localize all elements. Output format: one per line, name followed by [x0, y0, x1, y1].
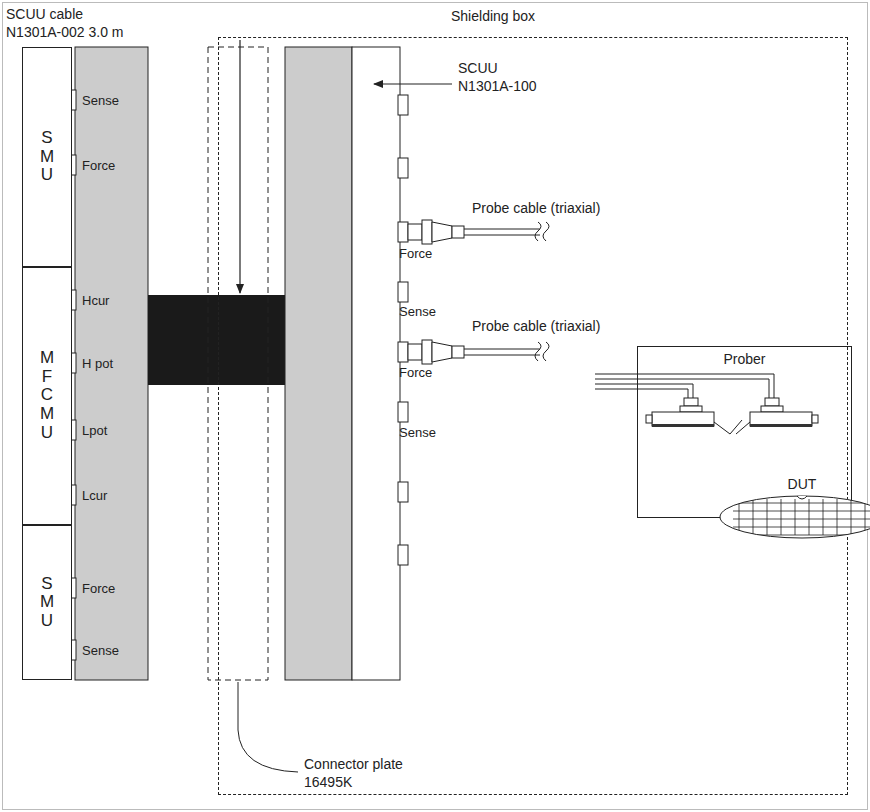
node-title: Prober — [638, 351, 851, 368]
wafer-outline — [719, 495, 870, 539]
part-label: Probe cable (triaxial) — [472, 318, 600, 335]
module-name: SMU — [39, 129, 56, 185]
part-label: Connector plate — [304, 756, 403, 773]
part-label: Probe cable (triaxial) — [472, 200, 600, 217]
port-label: Force — [82, 580, 115, 597]
instrument-module: SMU — [22, 525, 72, 680]
module-name: MFCMU — [39, 349, 56, 442]
port-label: Sense — [399, 303, 436, 320]
module-name: SMU — [39, 574, 56, 630]
port-label: Force — [82, 157, 115, 174]
instrument-module: SMU — [22, 47, 72, 267]
port-label: Sense — [82, 92, 119, 109]
dut-wafer: DUT — [719, 495, 870, 539]
port-label: Sense — [399, 424, 436, 441]
port-label: Force — [399, 245, 432, 262]
part-label: N1301A-002 3.0 m — [6, 24, 124, 41]
prober-box: ProberDUT — [637, 346, 852, 518]
part-label: 16495K — [304, 774, 352, 791]
instrument-module: MFCMU — [22, 267, 72, 525]
port-label: Sense — [82, 642, 119, 659]
shielding-box: Shielding boxProberDUT — [218, 37, 848, 795]
port-label: Lcur — [82, 487, 107, 504]
port-label: H pot — [82, 355, 113, 372]
port-label: Force — [399, 364, 432, 381]
part-label: N1301A-100 — [458, 78, 537, 95]
node-title: Shielding box — [451, 8, 535, 25]
node-title: DUT — [719, 476, 870, 493]
port-label: Lpot — [82, 422, 107, 439]
port-label: Hcur — [82, 292, 109, 309]
part-label: SCUU — [458, 60, 498, 77]
part-label: SCUU cable — [6, 6, 83, 23]
